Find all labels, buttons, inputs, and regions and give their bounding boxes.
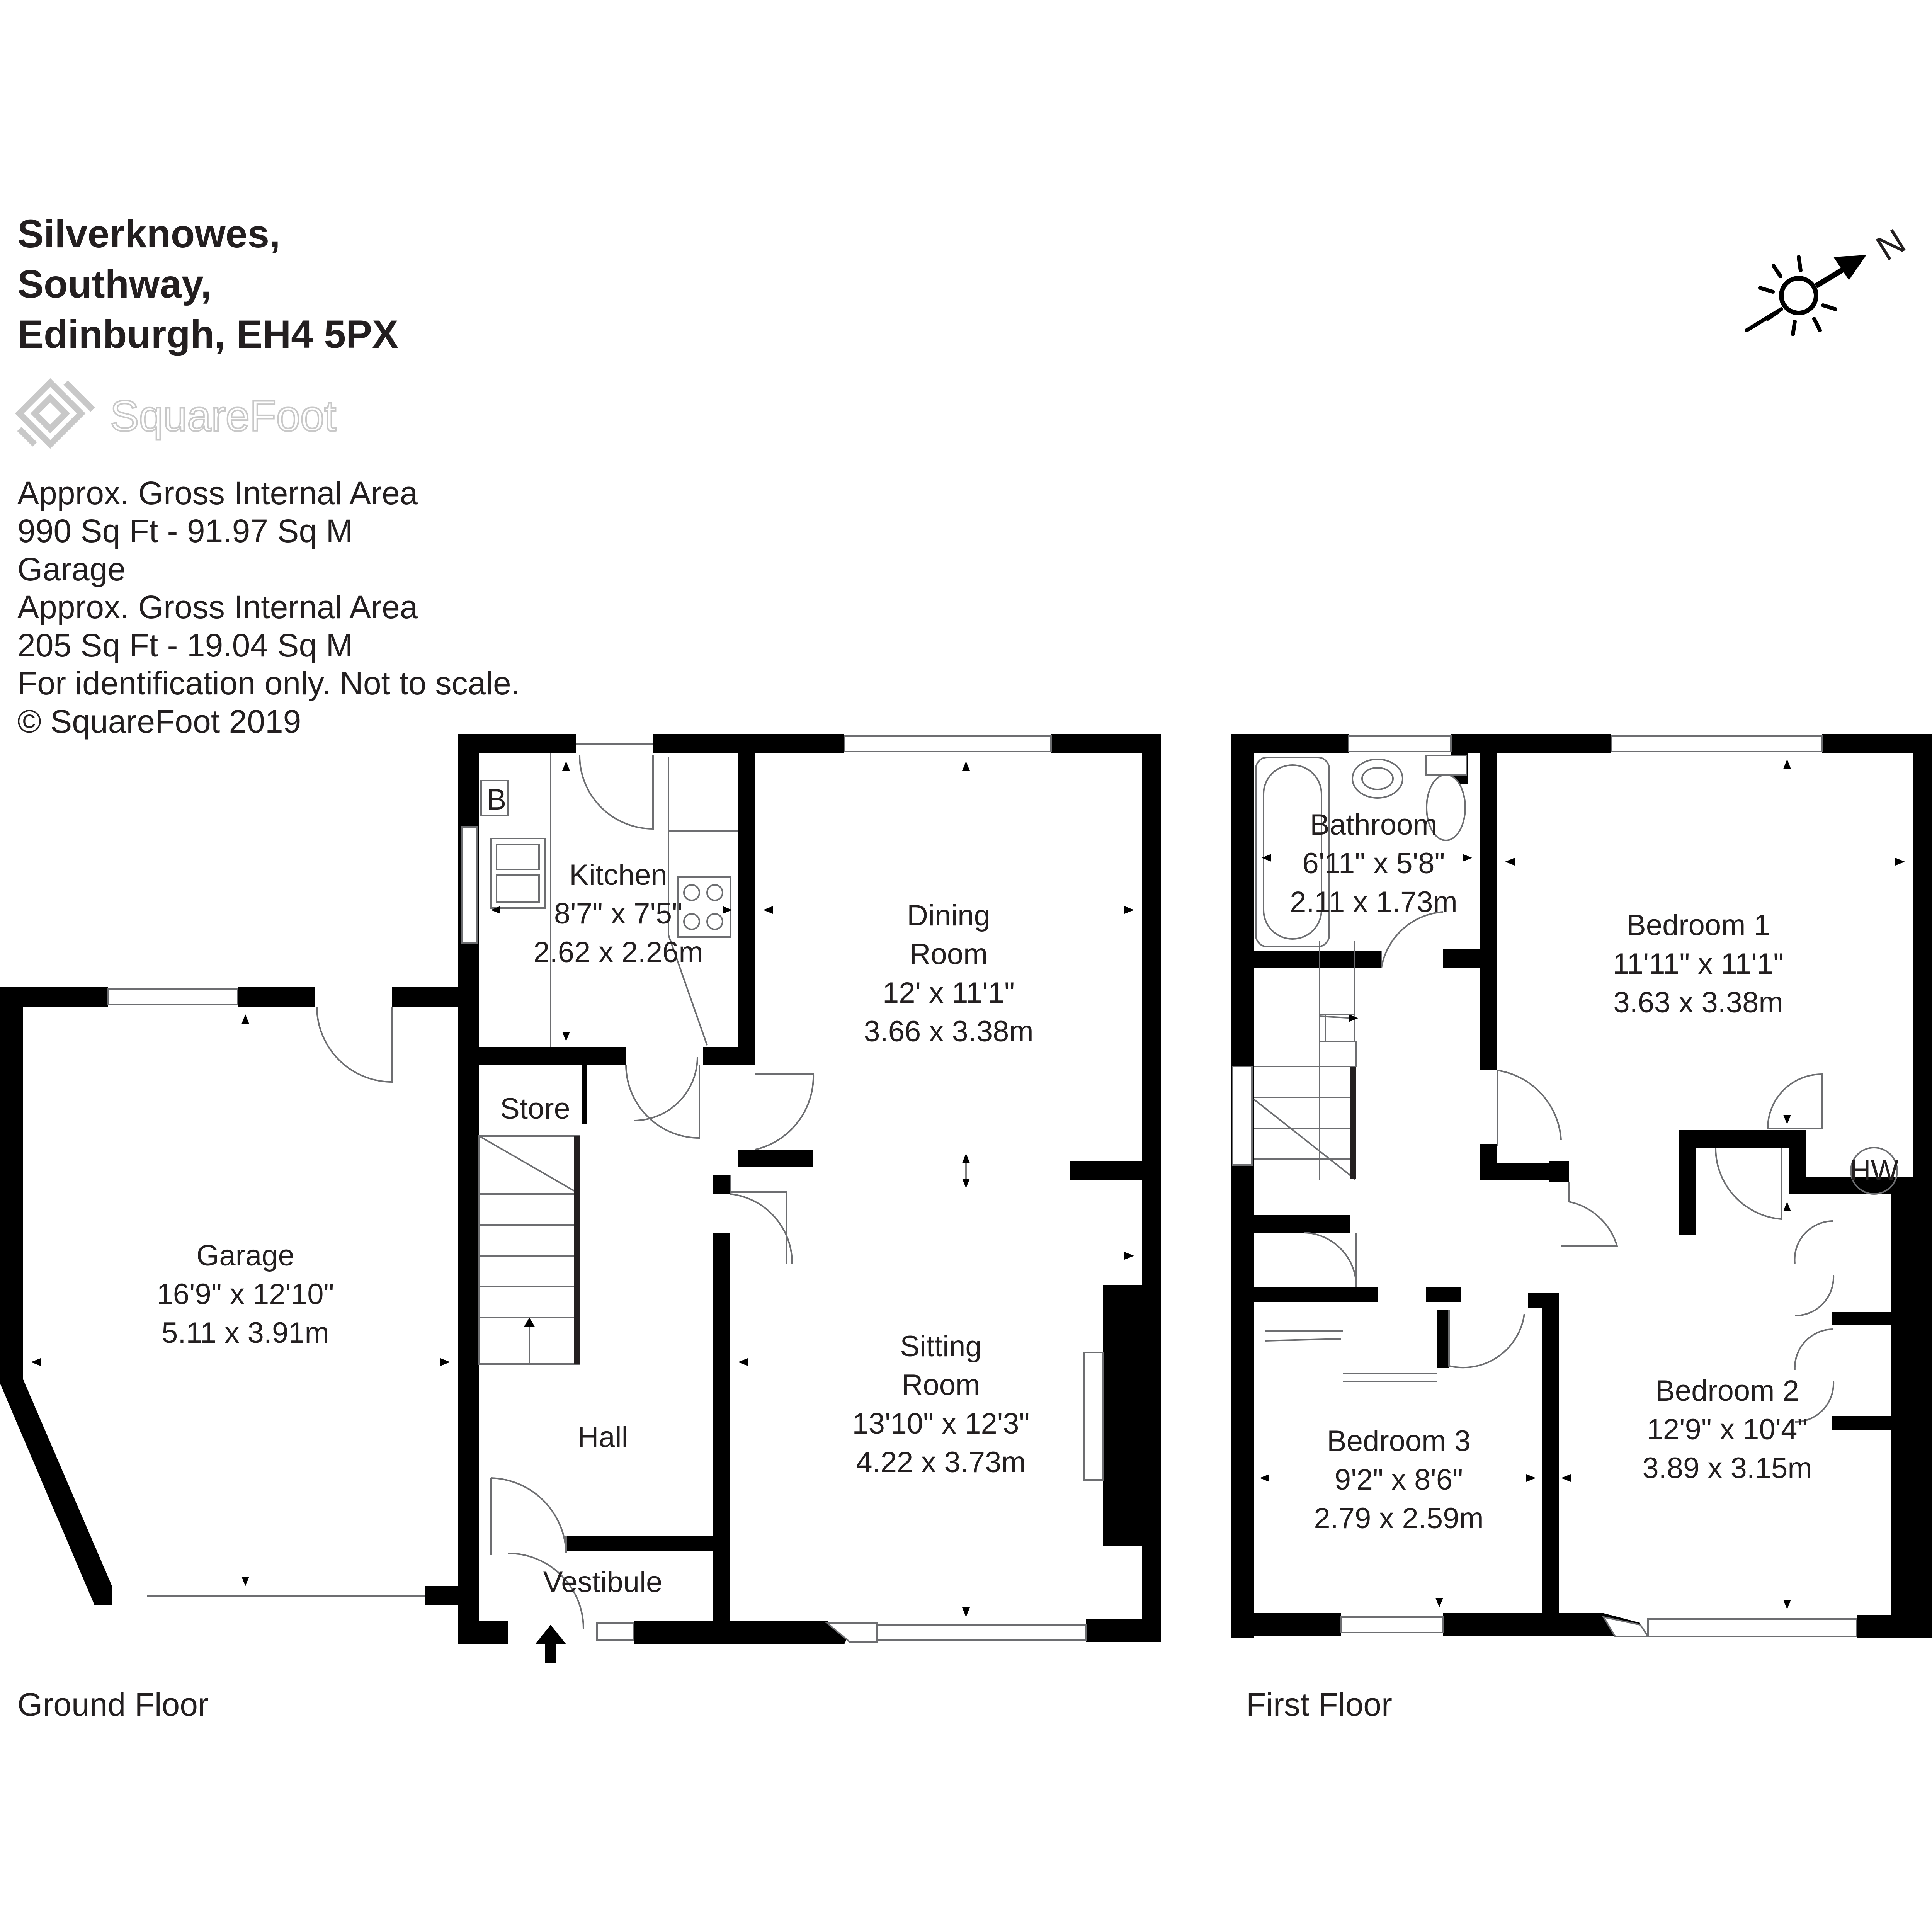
garage-door[interactable]: [316, 1006, 393, 1083]
hob-icon: [677, 876, 731, 938]
kitchen-imperial: 8'7" x 7'5": [554, 897, 682, 930]
first-windows: [1232, 735, 1857, 1637]
garage-imperial: 16'9" x 12'10": [156, 1278, 334, 1311]
dining-name-1: Dining: [907, 899, 990, 932]
hall-label: Hall: [578, 1421, 628, 1454]
bedroom-1-imperial: 11'11" x 11'1": [1613, 947, 1784, 980]
area-line-7: © SquareFoot 2019: [17, 703, 301, 740]
dining-imperial: 12' x 11'1": [883, 976, 1015, 1009]
first-stairs: [1253, 941, 1358, 1180]
first-dimension-ticks: [1260, 759, 1905, 1609]
sun-compass-icon: N: [1745, 221, 1912, 336]
bathroom-label: Bathroom 6'11" x 5'8" 2.11 x 1.73m: [1290, 808, 1458, 918]
kitchen-fixtures: [480, 753, 738, 1047]
ground-floor-label: Ground Floor: [17, 1686, 209, 1723]
bathroom-imperial: 6'11" x 5'8": [1303, 847, 1445, 880]
bedroom-1-name: Bedroom 1: [1626, 909, 1770, 942]
address-line-1: Silverknowes,: [17, 212, 280, 256]
address-block: Silverknowes, Southway, Edinburgh, EH4 5…: [17, 212, 398, 356]
basin-icon: [1352, 759, 1403, 799]
compass-north-label: N: [1869, 221, 1912, 269]
bedroom-1-metric: 3.63 x 3.38m: [1613, 986, 1783, 1019]
entrance-arrow-icon: [535, 1625, 566, 1663]
first-floor: Bathroom 6'11" x 5'8" 2.11 x 1.73m Bedro…: [1231, 734, 1932, 1723]
garage-metric: 5.11 x 3.91m: [162, 1316, 329, 1349]
bedroom-1-label: Bedroom 1 11'11" x 11'1" 3.63 x 3.38m: [1613, 909, 1784, 1019]
toilet-icon: [1425, 755, 1467, 776]
store-label: Store: [500, 1092, 570, 1125]
first-doors[interactable]: [1265, 911, 1835, 1423]
bedroom-3-name: Bedroom 3: [1327, 1425, 1471, 1458]
hot-water-cylinder-icon: [1850, 1147, 1898, 1195]
bedroom-3-label: Bedroom 3 9'2" x 8'6" 2.79 x 2.59m: [1314, 1425, 1483, 1535]
ground-floor: Garage 16'9" x 12'10" 5.11 x 3.91m Kitch…: [0, 734, 1161, 1723]
ground-windows: [461, 735, 1087, 1643]
area-line-2: 990 Sq Ft - 91.97 Sq M: [17, 513, 353, 549]
kitchen-label: Kitchen 8'7" x 7'5" 2.62 x 2.26m: [533, 859, 703, 969]
sitting-name-1: Sitting: [900, 1330, 981, 1363]
area-line-1: Approx. Gross Internal Area: [17, 475, 418, 511]
dining-name-2: Room: [910, 938, 988, 971]
address-line-3: Edinburgh, EH4 5PX: [17, 312, 398, 356]
area-line-3: Garage: [17, 551, 126, 587]
address-line-2: Southway,: [17, 262, 211, 306]
bathroom-metric: 2.11 x 1.73m: [1290, 886, 1458, 918]
sitting-room-label: Sitting Room 13'10" x 12'3" 4.22 x 3.73m: [852, 1330, 1029, 1479]
logo-text: SquareFoot: [110, 392, 336, 440]
bathroom-fixtures: [1255, 755, 1467, 947]
hw-label: HW: [1850, 1154, 1899, 1187]
area-line-4: Approx. Gross Internal Area: [17, 589, 418, 625]
first-floor-label: First Floor: [1246, 1686, 1392, 1723]
vestibule-label: Vestibule: [543, 1566, 662, 1599]
sitting-name-2: Room: [902, 1369, 980, 1401]
sitting-metric: 4.22 x 3.73m: [856, 1446, 1026, 1479]
bedroom-2-metric: 3.89 x 3.15m: [1642, 1452, 1812, 1485]
garage-name: Garage: [196, 1239, 294, 1272]
ground-dimension-ticks: [31, 761, 1134, 1617]
dining-metric: 3.66 x 3.38m: [864, 1015, 1033, 1048]
bedroom-2-label: Bedroom 2 12'9" x 10'4" 3.89 x 3.15m: [1642, 1374, 1812, 1485]
bedroom-3-metric: 2.79 x 2.59m: [1314, 1502, 1483, 1535]
bedroom-2-name: Bedroom 2: [1655, 1374, 1799, 1407]
sitting-imperial: 13'10" x 12'3": [852, 1407, 1029, 1440]
area-line-5: 205 Sq Ft - 19.04 Sq M: [17, 627, 353, 663]
area-info: Approx. Gross Internal Area 990 Sq Ft - …: [17, 475, 520, 740]
kitchen-metric: 2.62 x 2.26m: [533, 936, 703, 969]
kitchen-name: Kitchen: [569, 859, 667, 891]
squarefoot-logo-icon: SquareFoot: [15, 378, 337, 449]
ground-doors[interactable]: [490, 755, 815, 1629]
bedroom-2-imperial: 12'9" x 10'4": [1647, 1413, 1808, 1446]
bedroom-3-imperial: 9'2" x 8'6": [1335, 1463, 1463, 1496]
boiler-box: [480, 780, 509, 816]
garage-label: Garage 16'9" x 12'10" 5.11 x 3.91m: [156, 1239, 334, 1349]
first-walls: [1231, 734, 1932, 1638]
area-line-6: For identification only. Not to scale.: [17, 665, 520, 701]
dining-room-label: Dining Room 12' x 11'1" 3.66 x 3.38m: [864, 899, 1033, 1048]
boiler-label: B: [487, 783, 507, 816]
bathroom-name: Bathroom: [1310, 808, 1437, 841]
ground-stairs: [478, 1065, 587, 1365]
